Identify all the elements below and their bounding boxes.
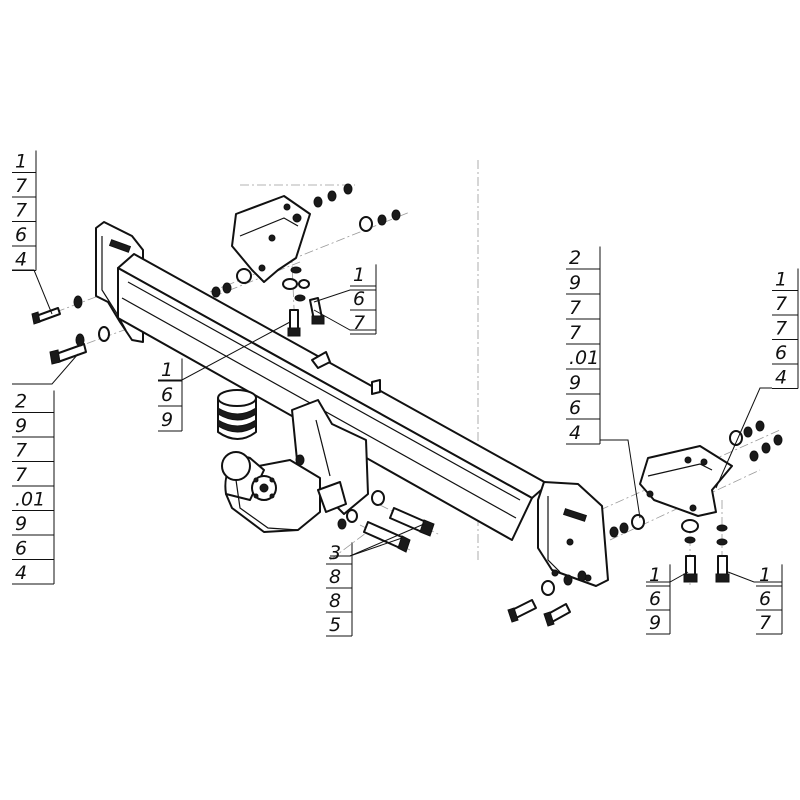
bolt: [363, 521, 411, 553]
label-line: 9: [649, 612, 661, 634]
bolt: [31, 307, 61, 325]
part-number-labels: 177642977.0196416916738852977.0196417764…: [12, 150, 799, 637]
label-line: 1: [759, 564, 771, 586]
label-line: .01: [15, 489, 45, 511]
bolts: [31, 297, 730, 627]
bolt: [683, 555, 698, 583]
label-line: 4: [15, 562, 27, 584]
label-line: 6: [759, 588, 771, 610]
label-stack-bottom-right-a: 169: [646, 564, 671, 635]
bolt: [49, 343, 87, 365]
label-line: 4: [775, 367, 787, 389]
bolt: [507, 599, 537, 623]
label-line: 7: [775, 293, 787, 315]
label-line: 8: [329, 566, 341, 588]
label-line: 9: [569, 272, 581, 294]
bolt: [715, 555, 730, 583]
tow-ball-cap: [217, 389, 257, 440]
label-line: 9: [15, 513, 27, 535]
label-line: 6: [353, 288, 365, 310]
label-line: 6: [775, 342, 787, 364]
label-line: 4: [15, 249, 27, 271]
label-line: 6: [15, 538, 27, 560]
label-line: 7: [569, 322, 581, 344]
label-line: 2: [569, 247, 581, 269]
label-line: 7: [353, 312, 365, 334]
label-line: 6: [161, 384, 173, 406]
label-line: 6: [569, 397, 581, 419]
label-line: 6: [15, 224, 27, 246]
label-line: 7: [15, 440, 27, 462]
main-crossbar: [117, 253, 549, 541]
label-line: 7: [15, 200, 27, 222]
label-line: 1: [649, 564, 661, 586]
tow-hook-assembly: [221, 351, 381, 533]
label-line: 3: [329, 542, 341, 564]
label-line: 9: [569, 372, 581, 394]
bolt: [543, 603, 571, 627]
upper-left-mounting-bracket: [231, 195, 311, 283]
label-line: 6: [649, 588, 661, 610]
bolt: [287, 309, 301, 337]
label-line: 1: [161, 359, 173, 381]
right-end-bracket: [537, 481, 609, 587]
label-line: 7: [15, 175, 27, 197]
label-line: 9: [15, 415, 27, 437]
right-mounting-bracket: [639, 445, 733, 517]
label-line: 4: [569, 422, 581, 444]
label-line: 7: [15, 464, 27, 486]
label-line: 1: [353, 264, 365, 286]
nuts-and-washers: [73, 183, 783, 596]
label-stack-right-mid: 2 9 7 7 .01 9 6 4: [566, 246, 601, 445]
label-line: 7: [759, 612, 771, 634]
label-stack-center-left: 1 6 9: [158, 358, 183, 432]
bolt: [389, 507, 435, 537]
label-line: 8: [329, 590, 341, 612]
label-line: 7: [569, 297, 581, 319]
bolt: [309, 297, 325, 325]
label-line: 1: [15, 151, 27, 173]
label-line: 2: [15, 391, 27, 413]
label-line: 1: [775, 269, 787, 291]
label-stack-center-top: 167: [350, 264, 377, 335]
label-line: 9: [161, 409, 173, 431]
label-line: 7: [775, 318, 787, 340]
label-line: .01: [569, 347, 599, 369]
label-line: 5: [329, 614, 341, 636]
label-stack-bottom-right-b: 167: [756, 564, 783, 635]
